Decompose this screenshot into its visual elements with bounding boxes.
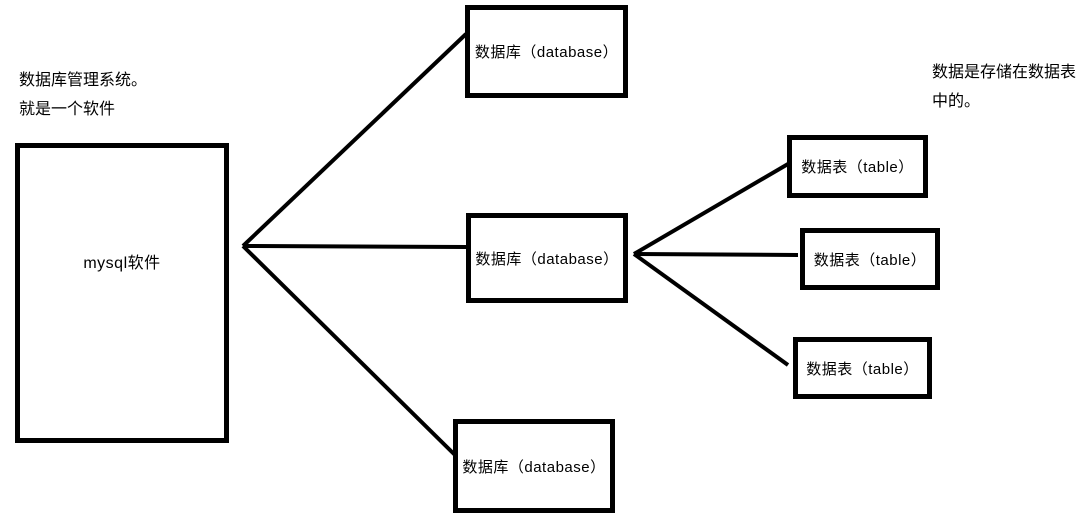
note-table-storage-line2: 中的。 [932, 93, 981, 110]
node-database-top-label: 数据库（database） [474, 44, 619, 61]
note-dbms: 数据库管理系统。 就是一个软件 [19, 66, 147, 124]
node-database-middle: 数据库（database） [466, 213, 628, 303]
edge-db2-t2 [633, 252, 799, 257]
edge-root-db3 [241, 244, 457, 457]
note-dbms-line2: 就是一个软件 [19, 101, 116, 118]
node-table-bottom: 数据表（table） [793, 337, 932, 399]
node-table-middle: 数据表（table） [800, 228, 940, 290]
edge-root-db2 [242, 244, 467, 249]
node-table-top-label: 数据表（table） [801, 159, 914, 176]
note-table-storage: 数据是存储在数据表 中的。 [932, 58, 1079, 116]
node-mysql-software: mysql软件 [15, 143, 229, 443]
node-database-middle-label: 数据库（database） [475, 250, 619, 268]
node-database-bottom-label: 数据库（database） [462, 458, 606, 476]
edge-root-db1 [241, 32, 468, 248]
node-database-bottom: 数据库（database） [453, 419, 615, 513]
note-table-storage-line1: 数据是存储在数据表 [932, 64, 1077, 81]
node-table-bottom-label: 数据表（table） [806, 360, 919, 378]
node-database-top: 数据库（database） [465, 5, 628, 98]
node-mysql-software-label: mysql软件 [83, 255, 161, 272]
node-table-top: 数据表（table） [787, 135, 928, 198]
note-dbms-line1: 数据库管理系统。 [19, 72, 148, 89]
edge-db2-t1 [632, 162, 790, 256]
node-table-middle-label: 数据表（table） [813, 251, 927, 269]
edge-db2-t3 [632, 252, 790, 367]
